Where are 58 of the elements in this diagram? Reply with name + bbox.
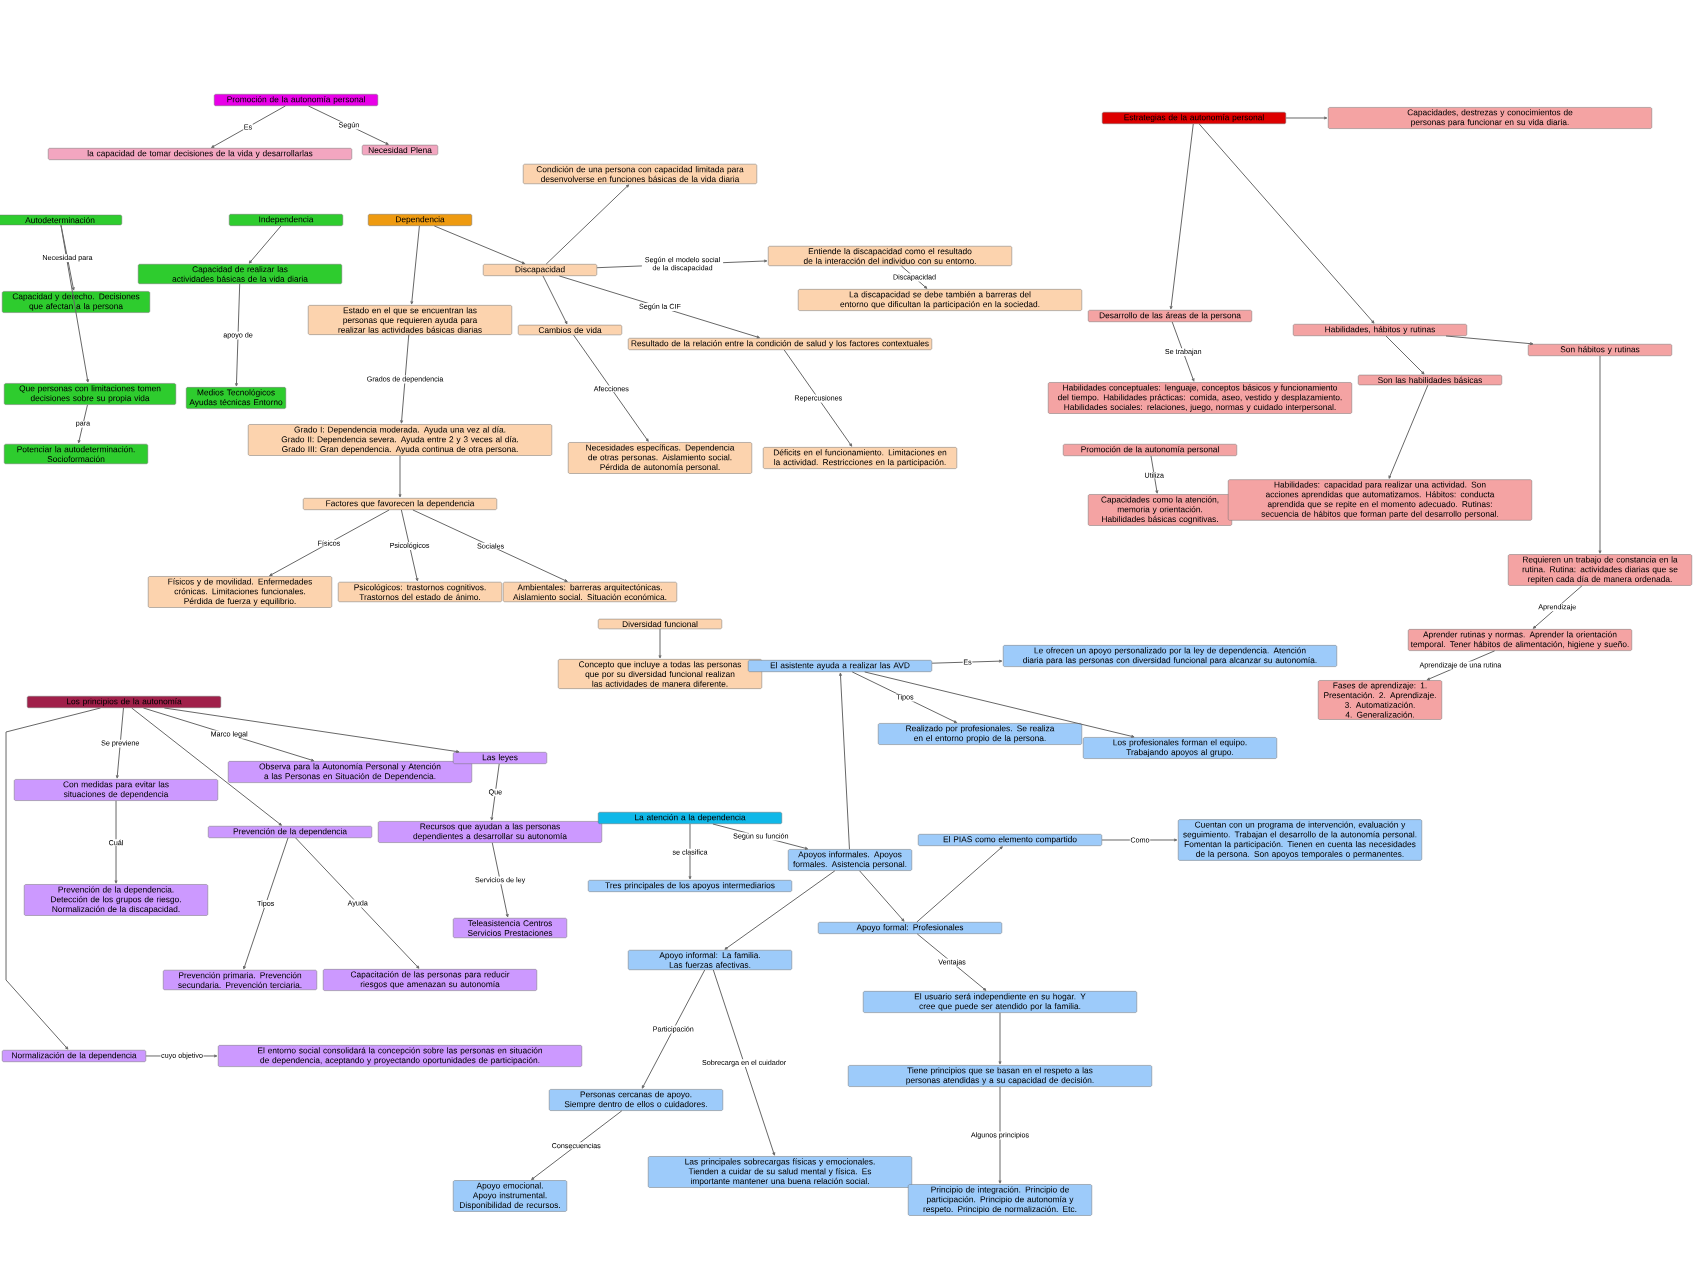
- connector: [573, 334, 649, 442]
- connector: [1532, 585, 1583, 629]
- connector: [1171, 321, 1195, 382]
- connector: [211, 105, 286, 148]
- connector: [558, 275, 760, 339]
- connector: [900, 265, 928, 289]
- connector: [490, 763, 500, 821]
- connector: [864, 671, 1135, 738]
- connector: [531, 1110, 623, 1181]
- connector: [491, 842, 509, 918]
- connector: [859, 870, 905, 922]
- connector: [163, 707, 460, 753]
- connector: [412, 509, 568, 582]
- connector: [1385, 335, 1425, 375]
- connector: [839, 672, 850, 850]
- connector: [783, 349, 853, 447]
- connector: [60, 224, 75, 291]
- connector: [398, 455, 402, 498]
- connector: [295, 837, 420, 969]
- connector: [641, 969, 706, 1089]
- connector: [235, 283, 241, 387]
- connector: [308, 105, 389, 145]
- connector: [269, 509, 390, 577]
- connector: [1169, 123, 1194, 310]
- connector: [248, 225, 282, 264]
- connector: [1426, 650, 1496, 681]
- connector: [916, 846, 1003, 923]
- connector: [131, 707, 282, 826]
- connector: [1285, 116, 1328, 120]
- connector: [145, 1054, 218, 1058]
- connector: [1198, 123, 1375, 324]
- connector: [998, 1012, 1002, 1065]
- connector: [724, 870, 836, 950]
- connector: [1150, 455, 1159, 494]
- connector: [1101, 838, 1178, 842]
- connector: [77, 404, 88, 444]
- connector: [658, 628, 662, 659]
- connector: [5, 707, 101, 1050]
- connector: [851, 671, 958, 724]
- connector: [400, 509, 419, 582]
- connector: [916, 933, 987, 991]
- connector: [1445, 335, 1534, 346]
- connector: [931, 659, 1003, 664]
- connector: [545, 184, 630, 265]
- connector: [1598, 355, 1602, 554]
- connector: [433, 225, 526, 265]
- connector: [542, 275, 568, 325]
- connector: [410, 225, 420, 305]
- connector: [114, 800, 118, 884]
- connector: [712, 969, 776, 1156]
- connector: [688, 823, 692, 880]
- connector: [243, 837, 289, 970]
- connector: [998, 1086, 1002, 1184]
- connector: [1388, 384, 1429, 479]
- connector: [400, 334, 410, 424]
- connector: [142, 707, 315, 762]
- connector: [60, 224, 89, 383]
- connector: [115, 707, 124, 779]
